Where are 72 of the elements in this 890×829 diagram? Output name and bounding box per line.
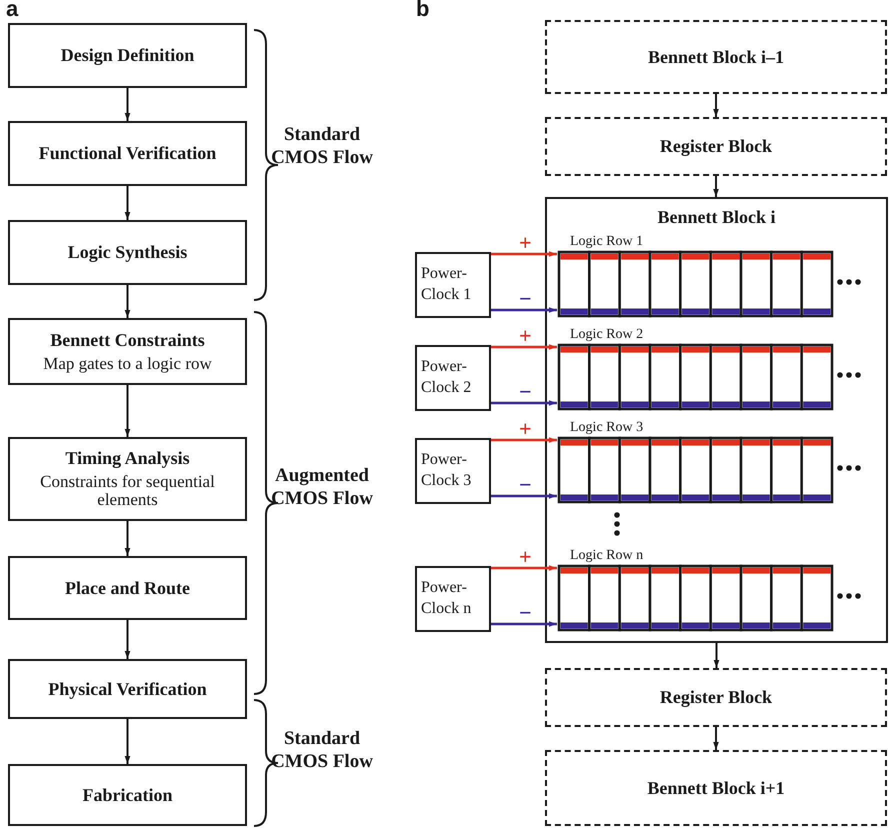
step-title: Bennett Constraints	[50, 330, 205, 350]
process-box	[8, 659, 247, 719]
arrow	[713, 94, 719, 117]
arrow	[124, 719, 130, 764]
process-box	[8, 437, 247, 521]
dashed-block	[545, 750, 887, 826]
block-title: Register Block	[660, 687, 772, 708]
edge-label: +	[518, 327, 533, 345]
block-title: Bennett Block i+1	[647, 778, 785, 798]
edge-label: −	[518, 290, 533, 308]
row-label: Logic Row n	[570, 548, 644, 564]
process-box	[8, 220, 247, 285]
process-box	[8, 23, 247, 88]
arrow	[713, 727, 719, 750]
process-box	[8, 764, 247, 826]
block-title: Register Block	[660, 136, 772, 157]
dashed-block	[545, 117, 887, 176]
flow-label: Standard CMOS Flow	[270, 728, 374, 774]
clock-label: Power- Clock 2	[421, 357, 472, 398]
step-title: Logic Synthesis	[68, 242, 188, 263]
step-title: Design Definition	[60, 45, 194, 66]
arrow	[124, 285, 130, 318]
process-box	[8, 556, 247, 620]
arrow	[713, 176, 719, 197]
step-title: Functional Verification	[38, 143, 216, 164]
power-clock-box	[415, 438, 491, 504]
arrow	[491, 400, 557, 406]
row-label: Logic Row 3	[570, 420, 644, 436]
clock-label: Power- Clock 3	[421, 450, 472, 491]
arrow	[491, 565, 557, 571]
dashed-block	[545, 20, 887, 94]
block-title: Bennett Block i	[657, 207, 776, 228]
arrow	[124, 385, 130, 437]
edge-label: +	[518, 234, 533, 252]
power-clock-box	[415, 566, 491, 632]
arrow	[491, 437, 557, 443]
edge-label: −	[518, 383, 533, 401]
arrow	[491, 621, 557, 627]
row-label: Logic Row 2	[570, 327, 644, 343]
flow-label: Standard CMOS Flow	[270, 124, 374, 170]
step-description: Constraints for sequential elements	[39, 472, 216, 510]
edge-label: −	[518, 476, 533, 494]
step-title: Fabrication	[82, 784, 172, 806]
arrow	[124, 88, 130, 121]
panel-label: a	[6, 0, 20, 22]
power-clock-box	[415, 345, 491, 411]
clock-label: Power- Clock n	[421, 578, 472, 619]
arrow	[491, 344, 557, 350]
arrow	[124, 521, 130, 556]
panel-label: b	[416, 0, 430, 22]
edge-label: −	[518, 604, 533, 622]
arrow	[491, 493, 557, 499]
row-label: Logic Row 1	[570, 234, 644, 250]
process-box	[8, 318, 247, 385]
block-container	[545, 197, 888, 643]
power-clock-box	[415, 252, 491, 318]
block-title: Bennett Block i–1	[648, 46, 784, 68]
arrow	[491, 307, 557, 313]
step-title: Place and Route	[65, 578, 190, 598]
arrow	[124, 620, 130, 659]
edge-label: +	[518, 420, 533, 438]
process-box	[8, 121, 247, 186]
arrow	[714, 643, 720, 668]
edge-label: +	[518, 548, 533, 566]
step-title: Physical Verification	[48, 678, 207, 700]
dashed-block	[545, 668, 887, 727]
arrow	[124, 186, 130, 220]
step-description: Map gates to a logic row	[43, 354, 212, 374]
step-title: Timing Analysis	[65, 448, 190, 469]
arrow	[491, 251, 557, 257]
clock-label: Power- Clock 1	[421, 264, 472, 305]
flow-label: Augmented CMOS Flow	[270, 465, 374, 511]
